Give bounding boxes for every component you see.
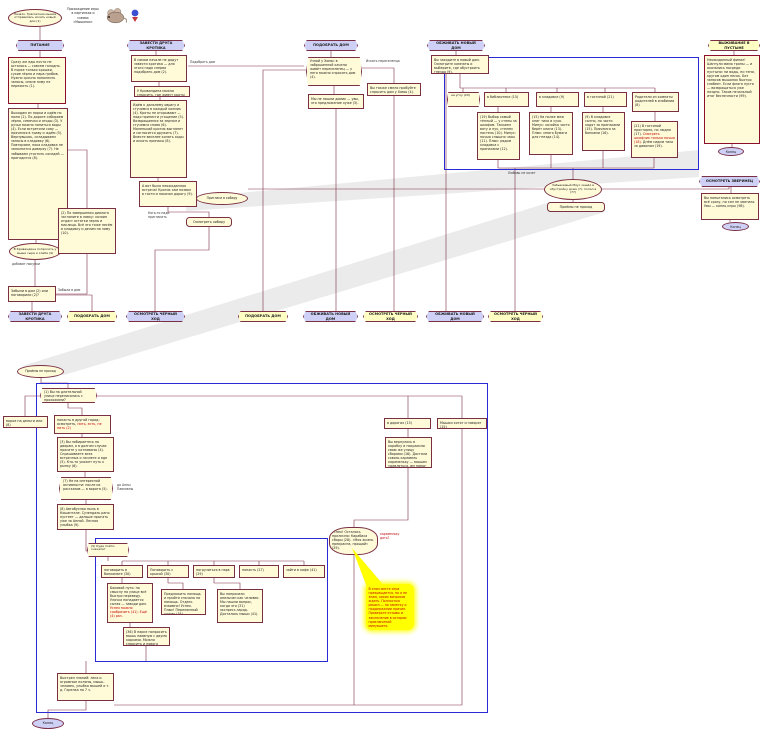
room-detail-library: (15) На полке меж книг тихо и сухо. Мину… bbox=[529, 112, 573, 155]
header-find-home: ПОДОБРАТЬ ДОМ bbox=[304, 40, 358, 51]
mole-meeting-box: А вот была неожиданная встреча! Кротик с… bbox=[139, 181, 197, 207]
menagerie-fail-box: Вы попытались осмотреть всё сразу, но си… bbox=[701, 193, 759, 220]
beam-top-to-bottom-section bbox=[22, 203, 605, 375]
detail-side-path-note: Успех можно сообразить (41). Ещё (4) раз… bbox=[110, 606, 147, 619]
option-enter: попасть (27) bbox=[239, 565, 279, 578]
end-node: Конец bbox=[32, 718, 64, 729]
bottom-start-node: Приёмы не проход bbox=[17, 365, 64, 378]
mouse-image bbox=[106, 8, 127, 24]
mice-talk-box: Мышки хотят и говорят (15) bbox=[437, 418, 487, 429]
home-fail-box: Мы не нашли домик — увы, это предложение… bbox=[308, 94, 364, 109]
goto-settle-home-2: ОБЖИВАТЬ НОВЫЙ ДОМ bbox=[426, 311, 484, 322]
desert-end-node: Конец bbox=[718, 147, 744, 156]
detail-side-path-text: Боковой путь: по смыслу на улице всё быс… bbox=[110, 585, 147, 606]
room-detail-livingroom-warning: Смотреть шкафчик только ночью (18). bbox=[634, 131, 675, 144]
header-befriend-mole: ЗАВЕСТИ ДРУГА КРОТИКА bbox=[127, 40, 185, 51]
mole-ask-box: У Кривандина можно спросить, где живут к… bbox=[134, 86, 190, 97]
room-option-corner: на углу (20) bbox=[447, 92, 480, 107]
option-rat: Поговорить с крысой (30) bbox=[147, 565, 189, 578]
return-box: Вы вернулись в коробку и покрасили свою … bbox=[385, 437, 432, 468]
anna-branch-label: до Анны Павловны bbox=[117, 483, 134, 491]
home-branch-label: Искать переселенца bbox=[366, 59, 400, 63]
nutrition-question-box: Забыли в дом (2) или поговорили (2)? bbox=[8, 286, 56, 302]
bus-dust-box: (8) Автобусная пыль в Кошантале. Сузенда… bbox=[57, 504, 114, 530]
game-end-callout: В этом месте игра прекращается, но я не … bbox=[366, 584, 414, 630]
header-settle-home: ОБЖИВАТЬ НОВЫЙ ДОМ bbox=[427, 40, 485, 51]
legend-cluster: Прохождение игры в картинках и схемах «М… bbox=[66, 7, 140, 24]
inspect-shack-button-node: Осмотреть хибару bbox=[186, 217, 232, 227]
no-pass-link-node: Приёмы не проход bbox=[547, 202, 605, 212]
connectors-top bbox=[31, 27, 735, 311]
money-option-box: мороз на деньги или (8) bbox=[3, 416, 48, 428]
room-detail-pantry: (9) В кладовке сытно, но часто ходят за … bbox=[582, 112, 625, 151]
goto-find-home-2: ПОДОБРАТЬ ДОМ bbox=[238, 311, 288, 322]
room-detail-livingroom-text-2: Днём сидим тихо за диваном (19). bbox=[634, 139, 674, 149]
goto-befriend-mole-1: ЗАВЕСТИ ДРУГА КРОТИКА bbox=[8, 311, 62, 322]
room-detail-corner: (19) Выбор самый тёплый — у стены за шка… bbox=[477, 112, 520, 160]
option-cafe: зайти в кафе (41) bbox=[283, 565, 325, 578]
settle-branch-label: Любовь не хочет bbox=[508, 171, 536, 175]
room-option-pantry: в кладовке (9) bbox=[536, 92, 579, 107]
legend-line-1: Прохождение игры bbox=[67, 7, 99, 12]
header-desert-survival: ВЫЖИВАНИЕ В ПУСТЫНЕ bbox=[708, 40, 760, 51]
legend-line-2: в картинках и схемах bbox=[71, 11, 95, 20]
room-options-group bbox=[444, 57, 699, 170]
publisher-logo-icon bbox=[131, 9, 139, 22]
legend-line-3: «Мышонок» bbox=[73, 19, 93, 24]
mole-intro-box: В самом начале не дадут завести кротика … bbox=[131, 55, 187, 82]
settle-result-node: Забывчивый Мяус зашёл в обустройку дома … bbox=[544, 179, 602, 200]
bottom-outer-group bbox=[36, 383, 488, 713]
legend-text: Прохождение игры в картинках и схемах «М… bbox=[66, 7, 100, 23]
goto-find-home-1: ПОДОБРАТЬ ДОМ bbox=[67, 311, 117, 322]
begging-box: (3) Вы побираетесь по дворам, а в долгом… bbox=[57, 437, 114, 472]
detail-side-path: Боковой путь: по смыслу на улице всё быс… bbox=[107, 583, 153, 623]
where-first-decision-node: (9) Куда пойти сначала? bbox=[87, 543, 129, 557]
room-detail-livingroom-text-1: (21) В гостиной просторно, но людно (17)… bbox=[634, 123, 671, 136]
nutrition-warning-box: Сразу же еды почти не осталось — совсем … bbox=[8, 57, 66, 104]
mole-branch-label: Подобрать дом bbox=[190, 60, 215, 64]
activity-decision-node: (7) Не на интересной активности: после и… bbox=[59, 477, 113, 500]
nutrition-branch-label: Забыли в дом bbox=[58, 288, 81, 292]
mole-invite-label: Кого-то надо пригласить bbox=[148, 211, 170, 219]
other-city-box: попасть в другой город: осмотреть, пить,… bbox=[54, 415, 111, 434]
home-decision-node: Узнай у Хомы: в заброшенной качели живёт… bbox=[306, 57, 362, 86]
option-atm: поговорить в банкомате (30) bbox=[101, 565, 143, 578]
expensive-box: в дорогих (15) bbox=[384, 418, 431, 429]
mole-main-box: Идём к дальнему оврагу и стучимся в кажд… bbox=[130, 100, 187, 178]
caramel-label: карамельку дать? bbox=[380, 532, 400, 540]
room-option-parents: Родители из комнаты родителей в изобилии… bbox=[632, 92, 679, 112]
header-nutrition: ПИТАНИЕ bbox=[16, 40, 64, 51]
detail-orange: Вы попросили апельсин как человек. Мы на… bbox=[217, 589, 263, 623]
start-node: Начало. Трёхлетняя мышка отправилась иск… bbox=[8, 9, 62, 27]
goto-back-entrance-3: ОСМОТРЕТЬ ЧЁРНЫЙ ХОД bbox=[488, 311, 543, 322]
goto-settle-home-1: ОБЖИВАТЬ НОВЫЙ ДОМ bbox=[303, 311, 358, 322]
nutrition-shop-box: (2) По завершении диалога загляните в ла… bbox=[58, 208, 116, 254]
nutrition-ask-cheese-node: В Кривандине попросить у мыши сыра и хле… bbox=[9, 243, 61, 260]
desert-warning-box: Неожиданный финал! Шагнули мимо тропы — … bbox=[704, 55, 760, 144]
detail-park-mouse: (36) В парке попросить мышь наивную с дв… bbox=[123, 627, 170, 646]
city-decision-node: (1) Вы на длительной улице переписались … bbox=[40, 388, 97, 403]
header-menagerie: ОСМОТРЕТЬ ЗВЕРИНЕЦ bbox=[699, 176, 760, 187]
goto-back-entrance-1: ОСМОТРЕТЬ ЧЁРНЫЙ ХОД bbox=[126, 311, 185, 322]
other-city-warning: пить, есть, не пить (2) bbox=[57, 421, 102, 430]
settle-intro-box: Вы заходите в новый дом. Осмотрите комна… bbox=[431, 55, 489, 74]
detail-offer-help: Предложить помощь и прийти сначала на по… bbox=[161, 589, 206, 615]
room-detail-livingroom: (21) В гостиной просторно, но людно (17)… bbox=[631, 121, 678, 158]
room-option-livingroom: в гостиной (21) bbox=[584, 92, 627, 107]
mole-invite-node: Пригласи в хибару bbox=[196, 192, 248, 205]
goto-back-entrance-2: ОСМОТРЕТЬ ЧЁРНЫЙ ХОД bbox=[363, 311, 418, 322]
home-alt-box: Вы также смело пробуйте спросить дом у Х… bbox=[367, 83, 421, 96]
room-option-library: в библиотеке (15) bbox=[484, 92, 529, 107]
option-park: погрузиться в парк (29) bbox=[193, 565, 235, 578]
beam-right-to-left bbox=[186, 150, 699, 211]
other-city-text: попасть в другой город: осмотреть, bbox=[57, 417, 100, 426]
menagerie-end-node: Конец bbox=[722, 222, 749, 231]
nutrition-note-label: добавит покупки bbox=[12, 262, 40, 266]
bottom-inner-group bbox=[95, 538, 328, 662]
knowledge-box: Выстрел знаний: леса и огромные поляны, … bbox=[57, 673, 114, 701]
